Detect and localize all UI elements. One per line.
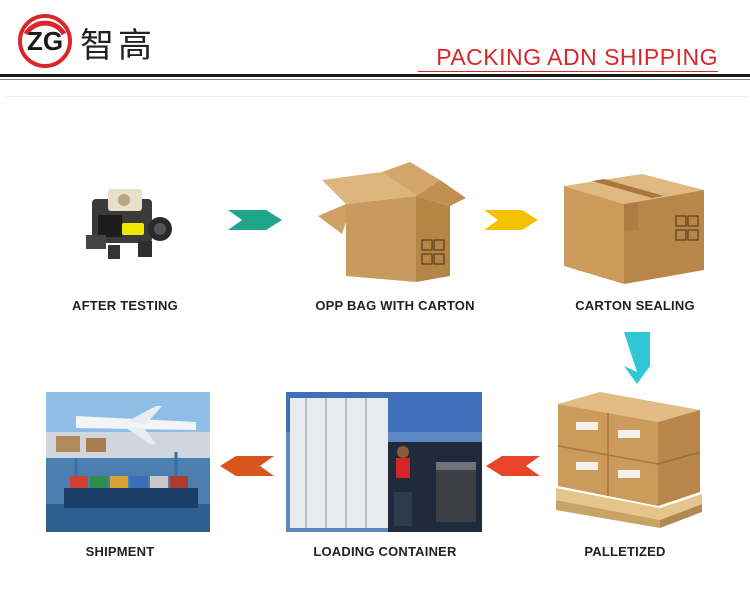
arrow-right-yellow-icon [484,210,538,230]
engine-image [86,189,172,259]
arrow-right-green-icon [228,210,282,230]
step-label-opp-bag: OPP BAG WITH CARTON [315,298,475,313]
sealed-carton-image [564,174,704,284]
step-label-palletized: PALLETIZED [584,544,666,559]
page-title: PACKING ADN SHIPPING [436,44,718,70]
header-divider [0,74,750,77]
open-carton-image [318,162,466,282]
zg-logo-icon: ZG [18,14,72,68]
header-divider-thin [0,79,750,80]
step-label-loading-container: LOADING CONTAINER [313,544,457,559]
logo-chinese-text: 智高 [80,26,156,66]
step-label-carton-sealing: CARTON SEALING [575,298,695,313]
step-label-after-testing: AFTER TESTING [72,298,178,313]
logo-letters: ZG [27,26,63,56]
palletized-cartons-image [556,392,702,528]
title-underline [418,71,718,72]
arrow-down-cyan-icon [624,332,650,384]
arrow-left-orange-icon [220,456,274,476]
page-header: ZG 智高 PACKING ADN SHIPPING [0,0,750,82]
step-label-shipment: SHIPMENT [85,544,155,559]
loading-container-image [286,392,482,532]
arrow-left-red-icon [486,456,540,476]
shipment-image [46,392,210,532]
